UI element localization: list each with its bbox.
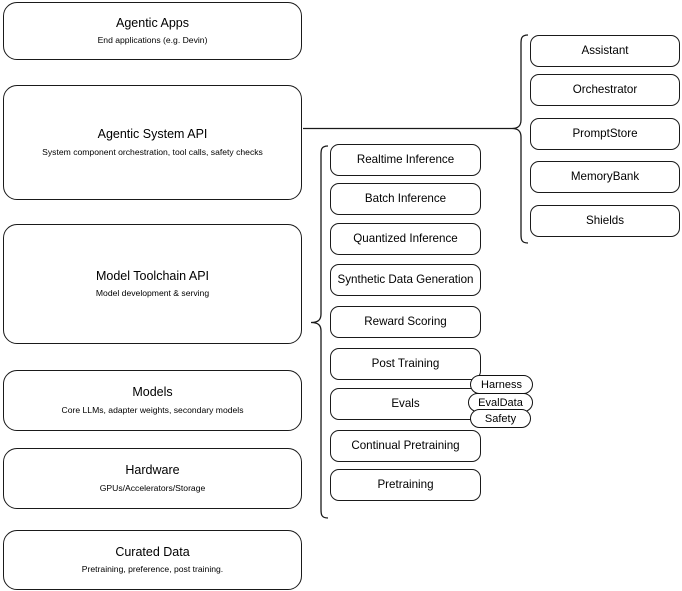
chip-orchestrator[interactable]: Orchestrator [530, 74, 680, 106]
brace-agentic-system-components [511, 34, 529, 244]
chip-label: PromptStore [572, 126, 638, 140]
layer-title: Agentic Apps [116, 15, 189, 30]
layer-title: Agentic System API [97, 127, 208, 142]
chip-label: Realtime Inference [356, 152, 455, 166]
layer-subtitle: GPUs/Accelerators/Storage [99, 482, 206, 493]
layer-subtitle: Model development & serving [95, 288, 210, 299]
chip-label: Evals [391, 396, 420, 410]
chip-batch-inference[interactable]: Batch Inference [330, 183, 481, 215]
chip-label: Quantized Inference [353, 231, 458, 245]
chip-realtime-inference[interactable]: Realtime Inference [330, 144, 481, 176]
layer-title: Model Toolchain API [95, 268, 210, 283]
chip-quantized-inference[interactable]: Quantized Inference [330, 223, 481, 255]
chip-label: Reward Scoring [364, 314, 447, 328]
layer-agentic-system-api[interactable]: Agentic System API System component orch… [3, 85, 302, 200]
chip-label: MemoryBank [570, 169, 640, 183]
layer-subtitle: System component orchestration, tool cal… [42, 146, 263, 157]
chip-continual-pretraining[interactable]: Continual Pretraining [330, 430, 481, 462]
layer-models[interactable]: Models Core LLMs, adapter weights, secon… [3, 370, 302, 431]
chip-reward-scoring[interactable]: Reward Scoring [330, 306, 481, 338]
chip-label: Assistant [581, 43, 629, 57]
layer-title: Models [132, 385, 173, 400]
layer-subtitle: Core LLMs, adapter weights, secondary mo… [61, 404, 244, 415]
layer-hardware[interactable]: Hardware GPUs/Accelerators/Storage [3, 448, 302, 509]
layer-subtitle: Pretraining, preference, post training. [81, 564, 224, 575]
layer-curated-data[interactable]: Curated Data Pretraining, preference, po… [3, 530, 302, 590]
chip-label: Orchestrator [572, 82, 638, 96]
chip-shields[interactable]: Shields [530, 205, 680, 237]
layer-subtitle: End applications (e.g. Devin) [97, 35, 208, 46]
pill-safety[interactable]: Safety [470, 409, 531, 428]
chip-pretraining[interactable]: Pretraining [330, 469, 481, 501]
layer-agentic-apps[interactable]: Agentic Apps End applications (e.g. Devi… [3, 2, 302, 60]
chip-label: Synthetic Data Generation [337, 272, 474, 286]
layer-title: Curated Data [115, 544, 190, 559]
chip-label: Continual Pretraining [351, 438, 460, 452]
chip-memorybank[interactable]: MemoryBank [530, 161, 680, 193]
chip-assistant[interactable]: Assistant [530, 35, 680, 67]
chip-label: Shields [585, 213, 625, 227]
layer-title: Hardware [125, 463, 180, 478]
chip-evals[interactable]: Evals [330, 388, 481, 420]
chip-label: Post Training [371, 356, 440, 370]
brace-model-toolchain-components [310, 145, 329, 519]
chip-label: Batch Inference [364, 191, 447, 205]
layer-model-toolchain-api[interactable]: Model Toolchain API Model development & … [3, 224, 302, 344]
chip-promptstore[interactable]: PromptStore [530, 118, 680, 150]
chip-post-training[interactable]: Post Training [330, 348, 481, 380]
chip-label: Pretraining [377, 477, 434, 491]
pill-harness[interactable]: Harness [470, 375, 533, 394]
chip-synthetic-data-generation[interactable]: Synthetic Data Generation [330, 264, 481, 296]
